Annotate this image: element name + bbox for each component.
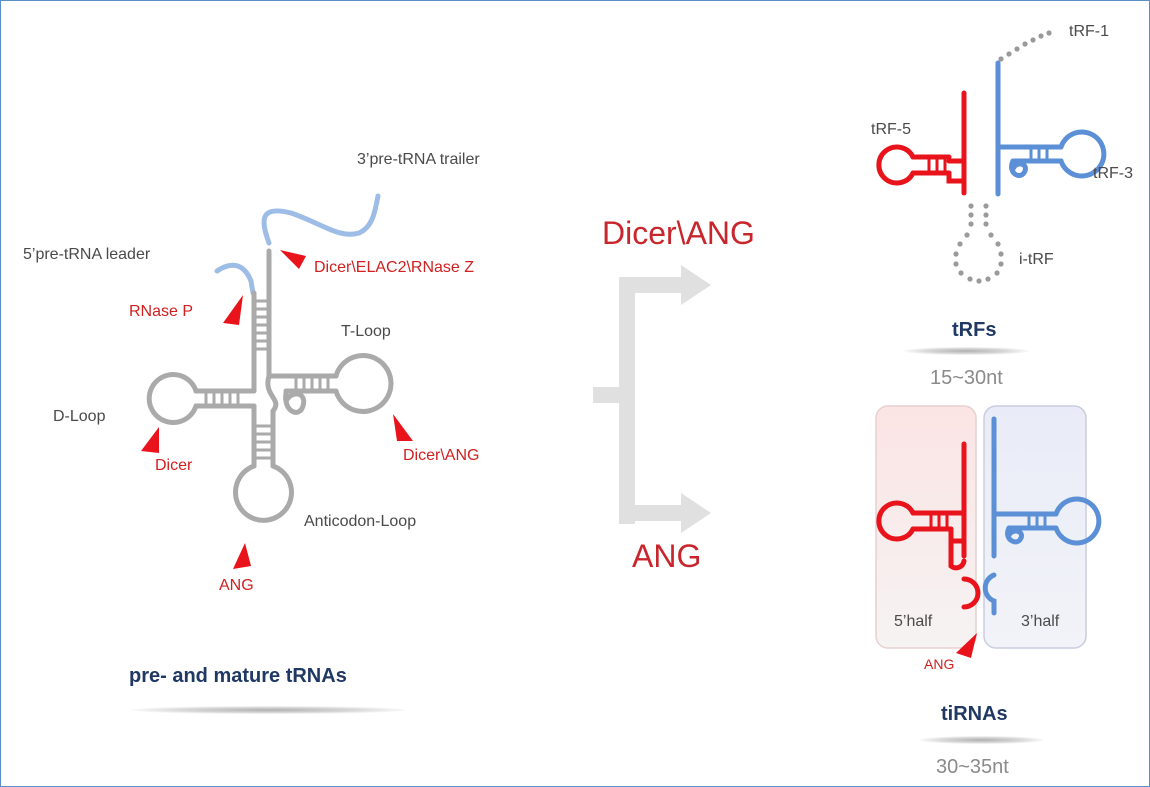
label-5half: 5’half bbox=[894, 613, 933, 630]
marker-dicer bbox=[141, 427, 159, 453]
label-ang-right: ANG bbox=[924, 656, 955, 672]
label-trf5: tRF-5 bbox=[871, 121, 911, 138]
trf3-shape bbox=[995, 60, 1107, 197]
d-loop-circle bbox=[146, 372, 199, 425]
trf5-shape bbox=[876, 90, 967, 196]
title-shadow-left bbox=[131, 706, 406, 714]
half5-shape bbox=[876, 441, 981, 610]
title-pre-mature-trnas: pre- and mature tRNAs bbox=[129, 665, 347, 687]
cleavage-markers-left bbox=[141, 250, 413, 569]
leader-strand bbox=[214, 262, 256, 296]
label-t-loop: T-Loop bbox=[341, 323, 391, 340]
trailer-strand bbox=[261, 193, 381, 246]
t-loop-circle bbox=[333, 353, 394, 414]
label-dicer-ang-branch: Dicer\ANG bbox=[602, 215, 755, 251]
marker-dicer-elac2 bbox=[280, 250, 306, 269]
label-rnase-p: RNase P bbox=[129, 303, 194, 320]
itrf-dots bbox=[953, 203, 1004, 284]
title-tirnas: tiRNAs bbox=[941, 703, 1008, 725]
label-dicer-ang-left: Dicer\ANG bbox=[403, 447, 480, 464]
label-dicer: Dicer bbox=[155, 457, 193, 474]
marker-rnase-p bbox=[223, 295, 243, 325]
marker-ang-left bbox=[233, 543, 251, 569]
half3-shape bbox=[982, 416, 1102, 616]
variable-loop bbox=[283, 390, 307, 415]
tirnas-size: 30~35nt bbox=[936, 756, 1009, 778]
title-shadow-tirnas bbox=[919, 736, 1044, 744]
label-3half: 3’half bbox=[1021, 613, 1060, 630]
label-ang-left: ANG bbox=[219, 577, 254, 594]
label-trailer: 3’pre-tRNA trailer bbox=[357, 151, 480, 168]
label-dicer-elac2-rnasez: Dicer\ELAC2\RNase Z bbox=[314, 259, 475, 276]
label-trf1: tRF-1 bbox=[1069, 23, 1109, 40]
trf1-dots bbox=[998, 30, 1052, 62]
title-trfs: tRFs bbox=[952, 319, 997, 341]
label-itrf: i-tRF bbox=[1019, 251, 1054, 268]
title-shadow-trfs bbox=[904, 347, 1029, 355]
label-leader: 5’pre-tRNA leader bbox=[23, 246, 151, 263]
marker-dicer-ang bbox=[393, 414, 413, 441]
label-d-loop: D-Loop bbox=[53, 408, 106, 425]
label-anticodon-loop: Anticodon-Loop bbox=[304, 513, 417, 530]
marker-ang-right bbox=[956, 633, 977, 658]
label-trf3: tRF-3 bbox=[1093, 165, 1133, 182]
trfs-size: 15~30nt bbox=[930, 367, 1003, 389]
branch-arrows bbox=[593, 265, 711, 533]
cloverleaf-structure bbox=[146, 193, 394, 523]
anticodon-loop-circle bbox=[233, 463, 294, 523]
label-ang-branch: ANG bbox=[632, 538, 702, 574]
